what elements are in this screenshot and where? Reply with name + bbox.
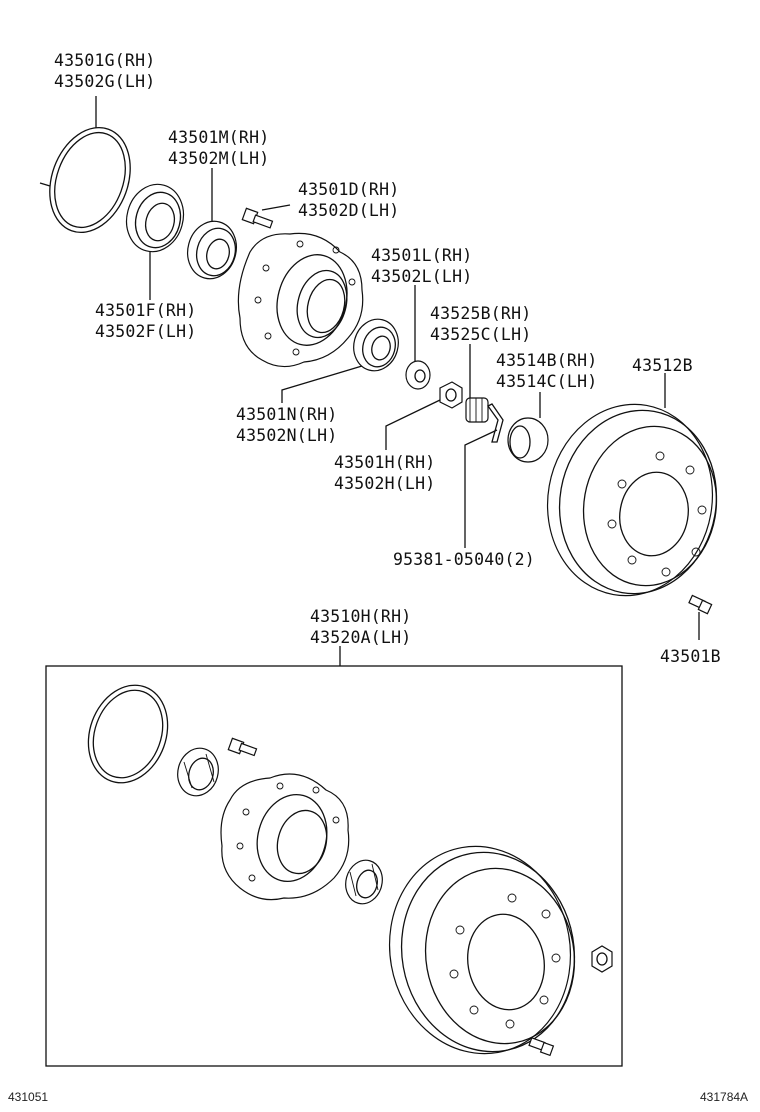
label-95381: 95381-05040(2) bbox=[393, 550, 535, 569]
label-43502L: 43502L(LH) bbox=[371, 267, 473, 286]
snap-ring-lower bbox=[87, 684, 169, 784]
label-43502D: 43502D(LH) bbox=[298, 201, 400, 220]
outer-bearing-upper bbox=[187, 220, 237, 280]
claw-washer-upper bbox=[405, 360, 431, 390]
label-43502F: 43502F(LH) bbox=[95, 322, 197, 341]
label-43501F: 43501F(RH) bbox=[95, 301, 197, 320]
label-43512B: 43512B bbox=[632, 356, 693, 375]
label-43514B: 43514B(RH) bbox=[496, 351, 598, 370]
footer-right-code: 431784A bbox=[700, 1090, 749, 1104]
label-43502H: 43502H(LH) bbox=[334, 474, 436, 493]
leader-lines bbox=[95, 96, 700, 666]
label-43501L: 43501L(RH) bbox=[371, 246, 473, 265]
drum-bolt-lower bbox=[528, 1037, 555, 1057]
leader-43501H bbox=[385, 399, 441, 450]
label-43514C: 43514C(LH) bbox=[496, 372, 598, 391]
cotter-pin-upper bbox=[487, 403, 504, 443]
leader-43501D bbox=[261, 204, 291, 211]
hub-bolt-upper bbox=[241, 207, 274, 229]
label-43520A: 43520A(LH) bbox=[310, 628, 412, 647]
snap-ring-upper bbox=[39, 126, 131, 234]
label-43502G: 43502G(LH) bbox=[54, 72, 156, 91]
brake-drum-upper bbox=[546, 403, 718, 597]
label-43502N: 43502N(LH) bbox=[236, 426, 338, 445]
inner-bearing-upper bbox=[353, 318, 399, 372]
label-43501G: 43501G(RH) bbox=[54, 51, 156, 70]
brake-drum-lower bbox=[388, 845, 576, 1055]
label-43501B: 43501B bbox=[660, 647, 721, 666]
oil-seal-upper bbox=[125, 183, 185, 253]
label-43502M: 43502M(LH) bbox=[168, 149, 270, 168]
axle-hub-lower bbox=[220, 773, 350, 901]
grease-cap-upper bbox=[507, 417, 549, 463]
axle-hub-upper bbox=[237, 232, 364, 368]
footer-left-code: 431051 bbox=[8, 1090, 49, 1104]
label-43501H: 43501H(RH) bbox=[334, 453, 436, 472]
drum-bolt-upper bbox=[688, 594, 713, 615]
assembly-box bbox=[45, 665, 623, 1067]
label-43501M: 43501M(RH) bbox=[168, 128, 270, 147]
label-43501D: 43501D(RH) bbox=[298, 180, 400, 199]
lock-cap-upper bbox=[465, 397, 489, 423]
bearing-lower-inner bbox=[345, 859, 383, 905]
label-43510H: 43510H(RH) bbox=[310, 607, 412, 626]
label-43525B: 43525B(RH) bbox=[430, 304, 532, 323]
adjusting-nut-upper bbox=[439, 381, 463, 409]
label-43501N: 43501N(RH) bbox=[236, 405, 338, 424]
hub-bolt-lower bbox=[227, 737, 258, 757]
label-43525C: 43525C(LH) bbox=[430, 325, 532, 344]
hub-nut-lower bbox=[591, 945, 613, 973]
leader-95381 bbox=[464, 429, 498, 548]
bearing-lower-outer bbox=[177, 747, 219, 797]
leader-43501N bbox=[281, 365, 363, 403]
